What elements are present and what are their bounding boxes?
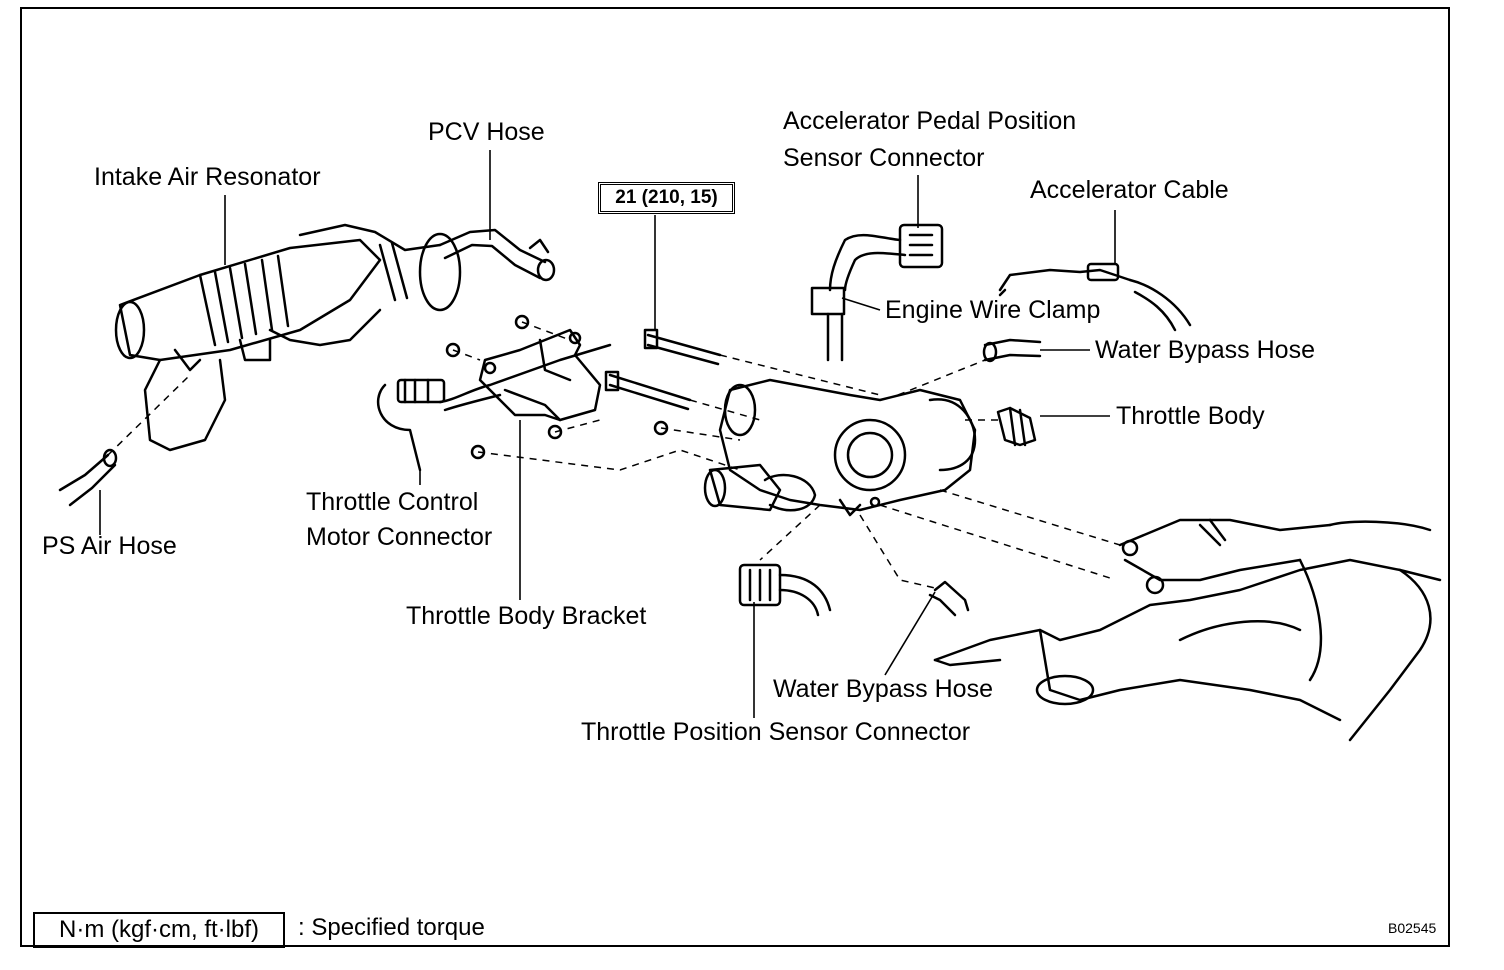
accelerator-cable-part bbox=[998, 262, 1192, 332]
intake-air-resonator-part bbox=[114, 223, 462, 452]
label-accelerator-cable: Accelerator Cable bbox=[1030, 176, 1229, 204]
label-intake-air-resonator: Intake Air Resonator bbox=[94, 163, 321, 191]
ps-air-hose-part bbox=[58, 448, 118, 507]
label-pcv-hose: PCV Hose bbox=[428, 118, 545, 146]
label-throttle-body: Throttle Body bbox=[1116, 402, 1265, 430]
assembly-guide-lines bbox=[107, 321, 1121, 589]
water-bypass-hose-lower-part bbox=[928, 580, 970, 617]
label-accel-pedal-line1: Accelerator Pedal Position bbox=[783, 107, 1077, 135]
label-water-bypass-hose-upper: Water Bypass Hose bbox=[1095, 336, 1315, 364]
water-bypass-hose-upper-part bbox=[982, 338, 1042, 363]
engine-base-part bbox=[933, 518, 1442, 742]
tps-connector-part bbox=[738, 563, 832, 617]
label-engine-wire-clamp: Engine Wire Clamp bbox=[885, 296, 1101, 324]
torque-spec-box: 21 (210, 15) bbox=[598, 182, 735, 214]
accel-pedal-sensor-connector-part bbox=[810, 223, 944, 362]
label-ps-air-hose: PS Air Hose bbox=[42, 532, 177, 560]
diagram-frame bbox=[20, 7, 1450, 947]
label-water-bypass-hose-lower: Water Bypass Hose bbox=[773, 675, 993, 703]
leader-lines bbox=[99, 150, 1116, 718]
throttle-body-bracket-part bbox=[445, 314, 602, 460]
figure-code: B02545 bbox=[1388, 920, 1437, 936]
pcv-hose-part bbox=[438, 228, 556, 282]
label-throttle-control-line1: Throttle Control bbox=[306, 488, 479, 516]
label-throttle-control-line2: Motor Connector bbox=[306, 523, 493, 551]
legend-unit-box: N·m (kgf·cm, ft·lbf) bbox=[33, 912, 285, 948]
legend-description: : Specified torque bbox=[298, 914, 485, 941]
label-throttle-body-bracket: Throttle Body Bracket bbox=[406, 602, 647, 630]
label-throttle-position-sensor-connector: Throttle Position Sensor Connector bbox=[581, 718, 971, 746]
bolts-part bbox=[604, 328, 722, 436]
throttle-control-connector-part bbox=[376, 343, 612, 472]
label-accel-pedal-line2: Sensor Connector bbox=[783, 144, 985, 172]
throttle-body-part bbox=[703, 378, 1037, 517]
